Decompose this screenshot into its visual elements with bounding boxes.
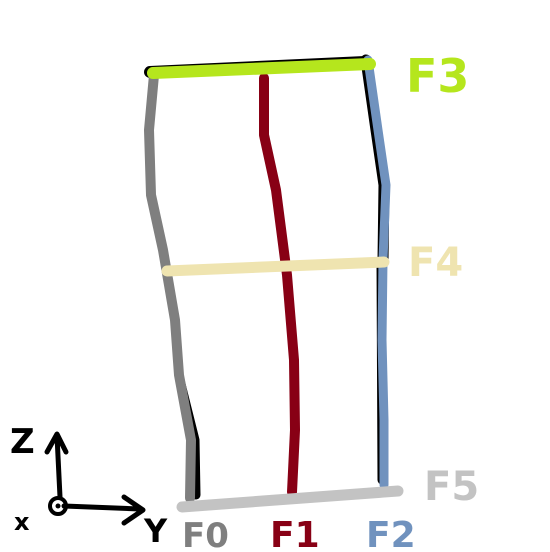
x-axis-origin-dot xyxy=(48,496,68,516)
coordinate-axes: Z Y x xyxy=(10,422,168,550)
member-f3-top-beam xyxy=(147,58,376,79)
member-f4-mid-beam xyxy=(161,256,390,277)
axis-label-x: x xyxy=(14,508,30,536)
label-f3: F3 xyxy=(406,49,469,103)
y-axis-arrow xyxy=(61,494,146,526)
member-f1-middle-column xyxy=(259,73,300,497)
z-axis-arrow xyxy=(44,431,69,500)
axis-label-y: Y xyxy=(143,512,168,550)
axis-label-z: Z xyxy=(10,422,35,462)
member-f0-left-column xyxy=(144,70,196,503)
label-f2: F2 xyxy=(366,515,416,552)
member-f5-bottom-beam xyxy=(176,485,404,513)
label-f4: F4 xyxy=(408,240,463,286)
label-f0: F0 xyxy=(182,516,229,552)
label-f1: F1 xyxy=(270,515,320,552)
label-f5: F5 xyxy=(424,464,479,510)
x-axis-origin-center xyxy=(55,503,61,509)
